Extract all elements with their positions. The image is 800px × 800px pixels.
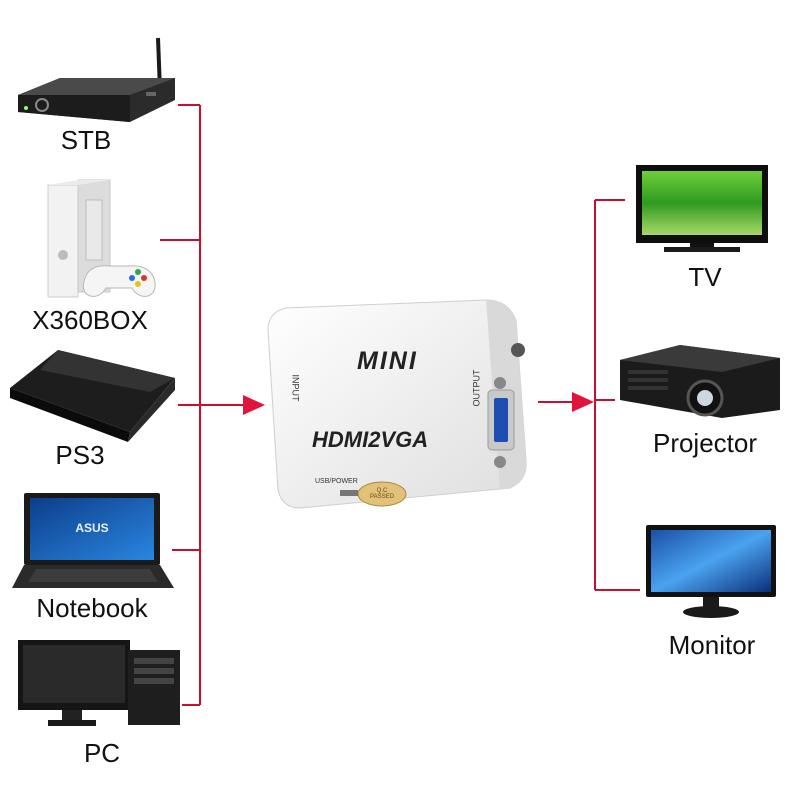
source-label-ps3: PS3 — [55, 440, 105, 470]
source-label-stb: STB — [60, 125, 112, 155]
qc-passed-sticker: Q.C PASSED — [370, 488, 394, 500]
monitor-icon — [646, 525, 776, 618]
svg-text:ASUS: ASUS — [75, 521, 108, 535]
output-label-monitor: Monitor — [668, 630, 756, 660]
output-label-tv: TV — [688, 262, 722, 292]
source-label-x360box: X360BOX — [32, 305, 148, 335]
converter-usb-port-label: USB/POWER — [315, 478, 358, 485]
source-label-notebook: Notebook — [36, 593, 148, 623]
input-arrow — [243, 395, 265, 415]
output-label-projector: Projector — [652, 428, 758, 458]
converter-output-port-label: OUTPUT — [471, 369, 482, 407]
tv-icon — [636, 165, 768, 252]
source-label-pc: PC — [83, 738, 121, 768]
converter-model-label: HDMI2VGA — [312, 427, 429, 452]
source-connector-lines — [160, 104, 245, 706]
converter-input-port-label: INPUT — [290, 374, 301, 402]
hdmi-to-vga-converter — [267, 299, 527, 509]
desktop-pc-icon — [18, 640, 180, 726]
converter-brand-label: MINI — [357, 347, 418, 375]
laptop-icon: ASUS — [12, 493, 174, 588]
ps3-console-icon — [10, 350, 175, 442]
game-console-icon — [47, 179, 156, 298]
projector-icon — [620, 345, 780, 418]
output-connector-lines — [538, 199, 640, 591]
set-top-box-icon — [18, 37, 175, 122]
output-arrow — [572, 392, 594, 412]
